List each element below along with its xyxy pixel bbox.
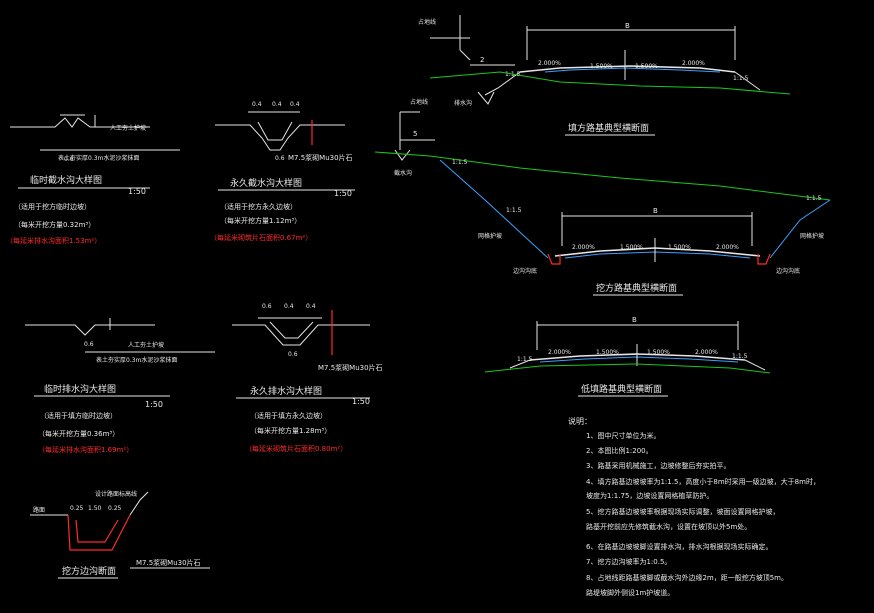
low-slope-right: 1:1.5 <box>732 353 748 360</box>
drain-ditch-label: 排水沟 <box>454 99 472 107</box>
cut-section-drawing: 占地线 5 截水沟 1:1.5 1:1.5 1:1.5 B 2.000% 1.5… <box>374 98 831 296</box>
dim-06-a: 0.6 <box>64 156 74 163</box>
dim-06-e: 0.6 <box>288 351 298 358</box>
dim-06-b: 0.6 <box>275 155 285 162</box>
ground-label-3: 人工夯土护坡 <box>128 341 164 349</box>
cut-section-title: 挖方路基典型横断面 <box>596 282 677 294</box>
cross-slope-2: 1.500% <box>590 63 613 70</box>
dim-2: 2 <box>480 56 484 64</box>
slope-cut-right: 1:1.5 <box>806 195 822 202</box>
fill-section-drawing: 占地线 2 B 2.000% 1.500% 1.500% 2.000% 1:1.… <box>418 15 791 136</box>
dim-06-c: 0.6 <box>84 341 94 348</box>
side-ditch-right: 边沟沟底 <box>776 267 800 275</box>
width-b-label-1: B <box>625 22 630 30</box>
note-5b: 路基开挖前应先修筑截水沟，设置在坡顶以外5m处。 <box>586 522 751 531</box>
perm-intercept-use: （适用于挖方永久边坡） <box>220 202 297 211</box>
width-b-label-3: B <box>632 316 637 324</box>
mortar-label-2: M7.5浆砌Mu30片石 <box>318 363 383 372</box>
perm-intercept-area: （每延米砌筑片石面积0.67m²） <box>210 233 312 242</box>
cut-slope-4: 2.000% <box>716 244 739 251</box>
notes-heading: 说明： <box>568 416 592 426</box>
note-8: 8、占地线距路基坡脚或截水沟外边缘2m，距一般挖方坡顶5m。 <box>586 573 788 582</box>
dim-04-d: 0.4 <box>284 303 294 310</box>
temp-drain-area: （每延米排水沟面积1.69m²） <box>38 445 133 454</box>
note-7: 7、挖方边沟坡率为1:0.5。 <box>586 557 671 566</box>
note-2: 2、本图比例1:200。 <box>586 446 653 455</box>
slope-cut-top: 1:1.5 <box>452 159 468 166</box>
temp-intercept-drawing: 人工夯土护坡 表土夯实厚0.3m水泥沙浆抹面 0.6 临时截水沟大样图 1:50… <box>6 114 180 245</box>
low-slope-left: 1:1.5 <box>517 356 533 363</box>
side-ditch-left: 边沟沟底 <box>513 267 537 275</box>
perm-drain-vol: （每米开挖方量1.28m³） <box>250 426 331 435</box>
temp-intercept-use: （适用于挖方临时边坡） <box>14 202 91 211</box>
low-slope-4: 2.000% <box>695 349 718 356</box>
perm-drain-area: （每延米砌筑片石面积0.80m²） <box>245 444 347 453</box>
low-slope-1: 2.000% <box>548 349 571 356</box>
dim-04-a: 0.4 <box>252 101 262 108</box>
low-slope-3: 1.500% <box>647 349 670 356</box>
temp-intercept-title: 临时截水沟大样图 <box>30 174 102 186</box>
low-section-drawing: B 2.000% 1.500% 1.500% 2.000% 1:1.5 1:1.… <box>484 316 771 397</box>
temp-drain-title: 临时排水沟大样图 <box>44 383 116 395</box>
note-1: 1、图中尺寸单位为米。 <box>586 431 660 440</box>
intercept-ditch-label: 截水沟 <box>394 169 412 177</box>
grid-protection-left: 网格护坡 <box>478 232 502 240</box>
scale-1: 1:50 <box>128 187 146 196</box>
general-notes: 说明： 1、图中尺寸单位为米。 2、本图比例1:200。 3、路基采用机械施工，… <box>568 416 820 597</box>
note-4b: 坡度为1:1.75，边坡设置网格植草防护。 <box>586 491 713 500</box>
perm-intercept-vol: （每米开挖方量1.12m³） <box>220 216 301 225</box>
ditch-design-line: 设计路面标高线 <box>95 490 137 498</box>
note-4: 4、填方路基边坡坡率为1:1.5，高度小于8m时采用一级边坡，大于8m时， <box>586 477 820 486</box>
perm-intercept-drawing: 0.4 0.4 0.4 0.6 M7.5浆砌Mu30片石 永久截水沟大样图 1:… <box>210 101 355 242</box>
slope-cut-left: 1:1.5 <box>506 207 522 214</box>
fill-section-title: 填方路基典型横断面 <box>568 122 649 134</box>
cross-slope-1: 2.000% <box>538 60 561 67</box>
cut-ditch-title: 挖方边沟断面 <box>62 565 116 577</box>
perm-drain-drawing: 0.6 0.4 0.4 0.6 M7.5浆砌Mu30片石 永久排水沟大样图 1:… <box>232 303 383 453</box>
dim-04-b: 0.4 <box>272 101 282 108</box>
mortar-label-1: M7.5浆砌Mu30片石 <box>288 153 353 162</box>
land-line-label-2: 占地线 <box>410 98 428 106</box>
ditch-dim-1: 0.25 <box>70 505 84 512</box>
mortar-label-3: M7.5浆砌Mu30片石 <box>136 558 201 567</box>
ground-label-2: 表土夯实厚0.3m水泥沙浆抹面 <box>58 154 139 162</box>
ditch-road-label: 路面 <box>33 506 45 514</box>
low-section-title: 低填路基典型横断面 <box>581 383 662 395</box>
note-8b: 路堤坡脚外侧设1m护坡道。 <box>586 588 674 597</box>
note-3: 3、路基采用机械施工，边坡修整后夯实拍平。 <box>586 461 730 470</box>
width-b-label-2: B <box>653 207 658 215</box>
cut-slope-3: 1.500% <box>668 244 691 251</box>
ground-label-1: 人工夯土护坡 <box>110 124 146 132</box>
ditch-dim-2: 1.50 <box>88 505 102 512</box>
scale-3: 1:50 <box>145 400 163 409</box>
scale-4: 1:50 <box>352 397 370 406</box>
temp-intercept-area: （每延米排水沟面积1.53m²） <box>6 236 101 245</box>
perm-drain-use: （适用于填方永久边坡） <box>250 411 327 420</box>
cut-ditch-drawing: 设计路面标高线 路面 0.25 1.50 0.25 M7.5浆砌Mu30片石 挖… <box>30 490 210 579</box>
temp-drain-drawing: 人工夯土护坡 0.6 表土夯实厚0.3m水泥沙浆抹面 临时排水沟大样图 1:50… <box>25 318 215 454</box>
temp-intercept-vol: （每米开挖方量0.32m³） <box>14 220 95 229</box>
temp-drain-vol: （每米开挖方量0.36m³） <box>38 429 119 438</box>
grid-protection-right: 网格护坡 <box>800 232 824 240</box>
ditch-dim-3: 0.25 <box>108 505 122 512</box>
cut-slope-1: 2.000% <box>572 244 595 251</box>
dim-04-e: 0.4 <box>306 303 316 310</box>
land-line-label-1: 占地线 <box>418 18 436 26</box>
note-5: 5、挖方路基边坡坡率根据现场实际调整，坡面设置网格护坡， <box>586 507 779 516</box>
slope-fill-right: 1:1.5 <box>733 75 749 82</box>
dim-5: 5 <box>413 130 417 138</box>
low-slope-2: 1.500% <box>596 349 619 356</box>
cross-slope-4: 2.000% <box>682 60 705 67</box>
ground-label-4: 表土夯实厚0.3m水泥沙浆抹面 <box>96 356 177 364</box>
temp-drain-use: （适用于填方临时边坡） <box>40 411 117 420</box>
cut-slope-2: 1.500% <box>620 244 643 251</box>
cross-slope-3: 1.500% <box>635 63 658 70</box>
dim-06-d: 0.6 <box>262 303 272 310</box>
note-6: 6、在路基边坡坡脚设置排水沟，排水沟根据现场实际确定。 <box>586 542 772 551</box>
scale-2: 1:50 <box>334 189 352 198</box>
perm-drain-title: 永久排水沟大样图 <box>250 385 322 397</box>
perm-intercept-title: 永久截水沟大样图 <box>230 177 302 189</box>
dim-04-c: 0.4 <box>290 101 300 108</box>
